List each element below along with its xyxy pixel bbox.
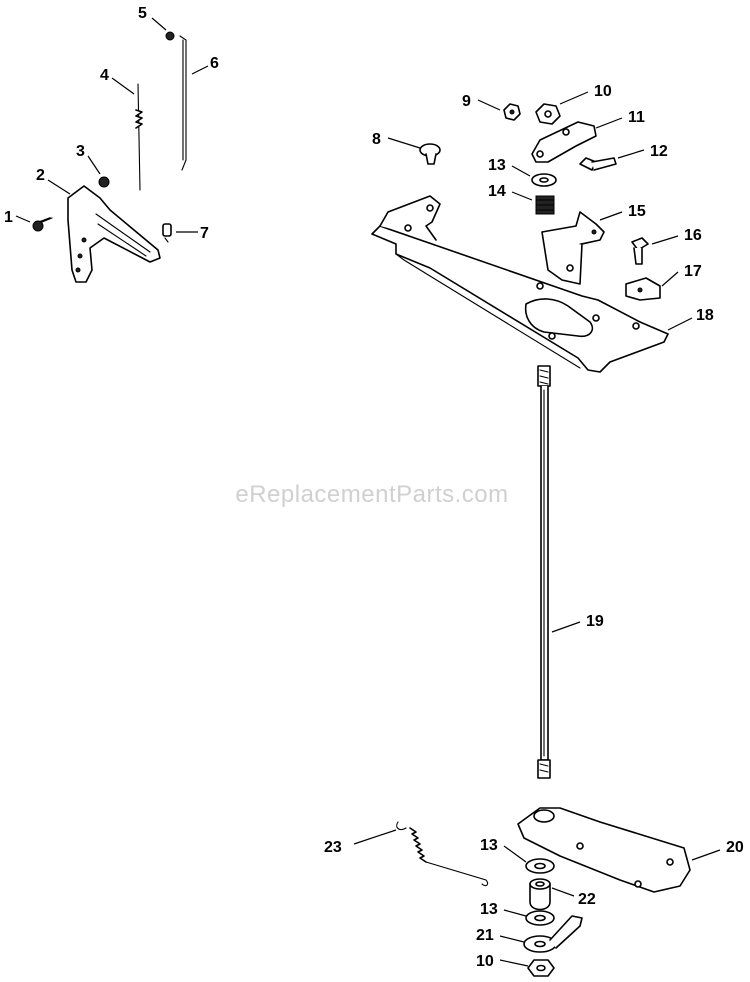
callout-3: 3 xyxy=(76,143,85,160)
washer-part-13-top xyxy=(531,173,557,187)
callout-labels: 1 2 3 4 5 6 7 8 9 10 11 12 13 14 15 16 1… xyxy=(4,5,744,970)
callout-17: 17 xyxy=(684,263,702,280)
washer-part-13-middle xyxy=(525,858,555,874)
callout-21: 21 xyxy=(476,927,494,944)
callout-16: 16 xyxy=(684,227,702,244)
screw-part-8 xyxy=(419,143,441,165)
callout-13-top: 13 xyxy=(488,157,506,174)
callout-14: 14 xyxy=(488,183,506,200)
mounting-plate-part-18 xyxy=(371,195,669,373)
arm-plate-part-20 xyxy=(517,807,691,893)
screw-part-16 xyxy=(631,237,649,265)
lever-arm-part-21 xyxy=(523,915,583,953)
nut-part-3 xyxy=(98,176,110,188)
spring-part-14 xyxy=(535,195,555,215)
callout-18: 18 xyxy=(696,307,714,324)
callout-4: 4 xyxy=(100,67,109,84)
callout-11: 11 xyxy=(628,109,645,126)
callout-6: 6 xyxy=(210,55,219,72)
bolt-part-12 xyxy=(579,157,617,171)
bracket-part-15 xyxy=(541,211,605,285)
callout-1: 1 xyxy=(4,209,13,226)
nut-part-9 xyxy=(503,103,521,121)
nut-part-10-top xyxy=(535,103,561,125)
callout-8: 8 xyxy=(372,131,381,148)
screw-part-5 xyxy=(165,31,175,41)
leader-lines xyxy=(15,17,721,967)
callout-5: 5 xyxy=(138,5,147,22)
lever-part-11 xyxy=(531,121,597,163)
callout-13-lower: 13 xyxy=(480,901,498,918)
control-bracket-part-2 xyxy=(67,185,161,283)
callout-10-bottom: 10 xyxy=(476,953,494,970)
watermark-text: eReplacementParts.com xyxy=(235,481,508,508)
callout-23: 23 xyxy=(324,839,342,856)
nut-part-10-bottom xyxy=(527,959,555,977)
callout-12: 12 xyxy=(650,143,668,160)
spring-link-part-4 xyxy=(135,83,143,191)
washer-part-13-lower xyxy=(525,910,555,926)
callout-10: 10 xyxy=(594,83,612,100)
clip-part-7 xyxy=(162,223,172,243)
spring-part-23 xyxy=(396,821,489,887)
callout-7: 7 xyxy=(200,225,209,242)
callout-13-middle: 13 xyxy=(480,837,498,854)
callout-9: 9 xyxy=(462,93,471,110)
bushing-part-22 xyxy=(529,878,551,911)
screw-part-1 xyxy=(32,217,53,232)
callout-20: 20 xyxy=(726,839,744,856)
shaft-part-19 xyxy=(537,365,551,779)
callout-19: 19 xyxy=(586,613,604,630)
callout-2: 2 xyxy=(36,167,45,184)
rod-part-6 xyxy=(179,35,187,171)
callout-15: 15 xyxy=(628,203,646,220)
clip-block-part-17 xyxy=(625,277,661,301)
callout-22: 22 xyxy=(578,891,596,908)
